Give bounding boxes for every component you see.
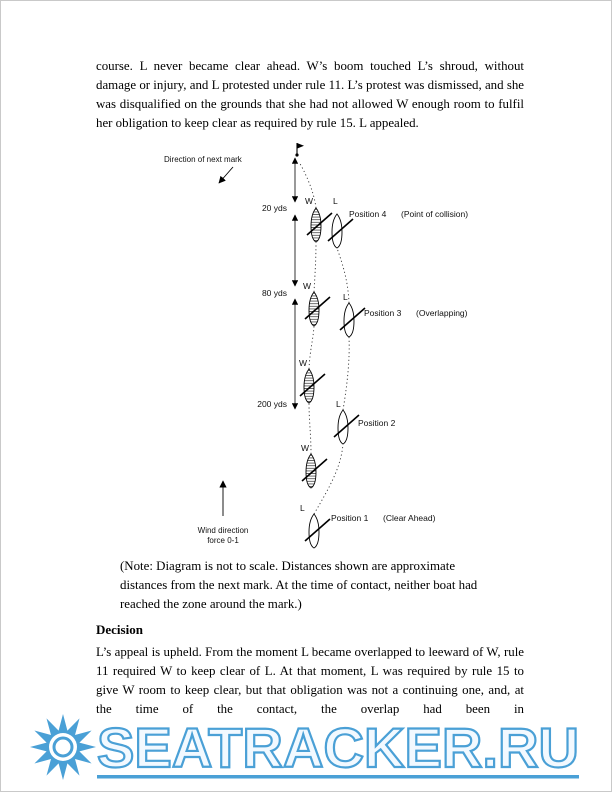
watermark-text: SEATRACKER.RU [97, 716, 579, 779]
boat-w-label-position3: W [303, 281, 311, 291]
boom-line [339, 307, 366, 331]
position3-label: Position 3 [364, 308, 402, 318]
boat-w-position1 [301, 453, 328, 489]
boat-l-position3 [339, 302, 366, 338]
position4-annotation: (Point of collision) [401, 209, 468, 219]
direction-arrow [218, 166, 234, 184]
diagram-note: (Note: Diagram is not to scale. Distance… [120, 559, 478, 611]
boom-line [333, 414, 360, 438]
boom-line [304, 296, 331, 320]
boat-w-label-position2: W [299, 358, 307, 368]
wind-force-label: force 0-1 [207, 536, 239, 545]
boat-w-label-position4: W [305, 196, 313, 206]
boat-l-position2 [333, 409, 360, 445]
boat-l-label-position4: L [333, 196, 338, 206]
next-mark-icon [295, 143, 304, 157]
boom-line [306, 212, 333, 236]
wind-direction-label: Wind direction [198, 526, 249, 535]
position2-label: Position 2 [358, 418, 396, 428]
boat-l-label-position1: L [300, 503, 305, 513]
paragraph-decision: L’s appeal is upheld. From the moment L … [96, 645, 524, 716]
decision-heading: Decision [96, 622, 143, 637]
boat-l-label-position3: L [343, 292, 348, 302]
track-boat-l [313, 247, 350, 515]
boom-line [301, 458, 328, 482]
position1-annotation: (Clear Ahead) [383, 513, 436, 523]
paragraph-facts: course. L never became clear ahead. W’s … [96, 59, 524, 130]
boat-w-position4 [306, 207, 333, 243]
sailing-diagram: Direction of next mark 20 yds 80 yds 200… [131, 136, 511, 556]
boat-w-label-position1: W [301, 443, 309, 453]
boom-line [304, 518, 331, 542]
position3-annotation: (Overlapping) [416, 308, 468, 318]
boat-l-position1 [304, 513, 331, 549]
direction-of-next-mark-label: Direction of next mark [164, 155, 243, 164]
distance-200yds-label: 200 yds [257, 399, 287, 409]
boat-l-label-position2: L [336, 399, 341, 409]
boom-line [299, 373, 326, 397]
seatracker-watermark: SEATRACKER.RU [19, 705, 597, 789]
track-boat-w [298, 161, 317, 455]
sun-logo-icon [30, 714, 96, 780]
position4-label: Position 4 [349, 209, 387, 219]
boat-w-position3 [304, 291, 331, 327]
watermark-underline [97, 775, 579, 779]
boat-w-position2 [299, 368, 326, 404]
distance-20yds-label: 20 yds [262, 203, 287, 213]
distance-80yds-label: 80 yds [262, 288, 287, 298]
position1-label: Position 1 [331, 513, 369, 523]
boat-l-position4 [327, 213, 354, 249]
boom-line [327, 218, 354, 242]
